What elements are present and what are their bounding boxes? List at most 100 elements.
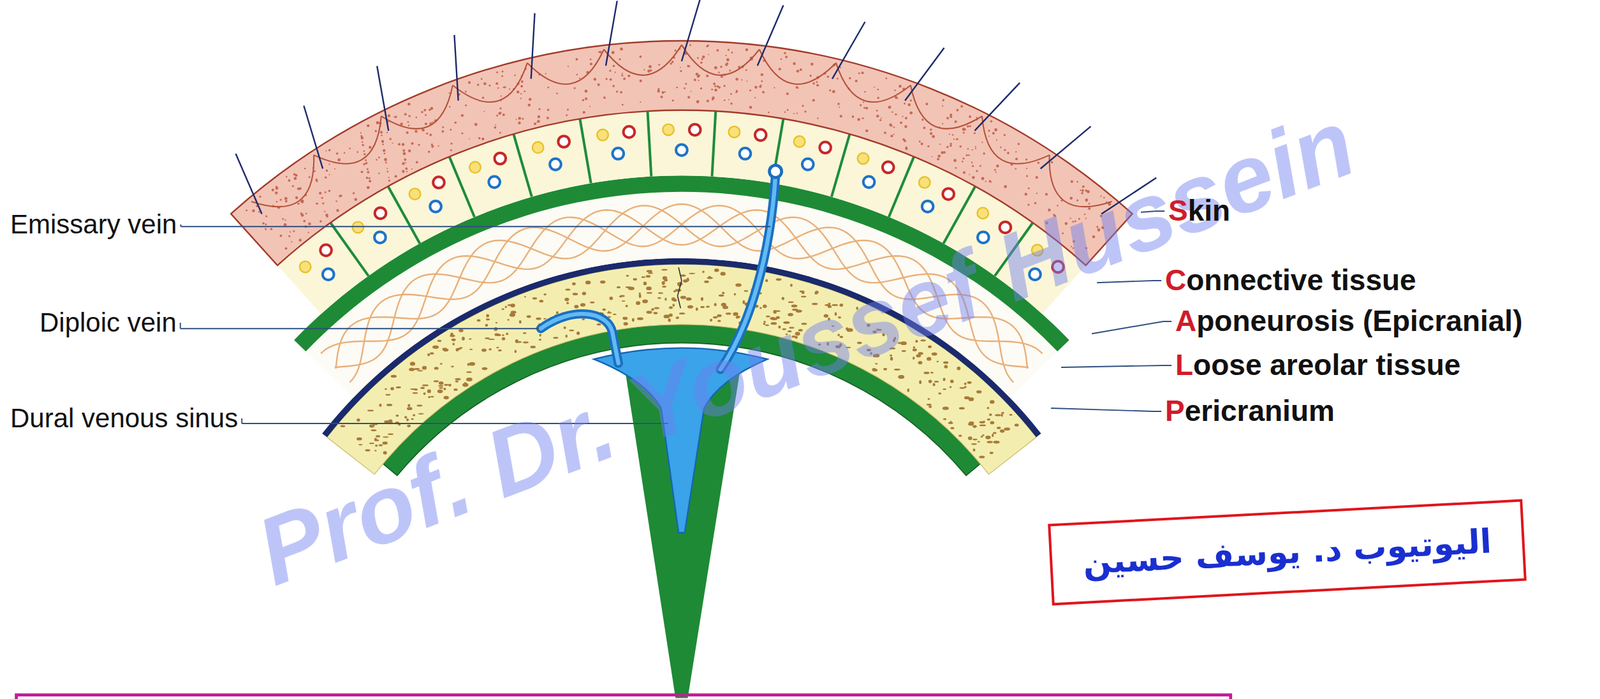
skin-texture	[792, 61, 796, 65]
bone-texture	[866, 323, 871, 328]
bone-texture	[732, 312, 738, 317]
skin-texture	[404, 167, 408, 171]
layer-label: Loose areolar tissue	[1175, 347, 1461, 383]
bone-texture	[382, 441, 388, 445]
skin-texture	[783, 51, 787, 55]
skin-texture	[888, 105, 892, 110]
skin-texture	[892, 133, 895, 135]
skin-texture	[669, 62, 673, 66]
skin-texture	[399, 122, 403, 125]
skin-texture	[876, 114, 879, 118]
skin-texture	[1017, 142, 1021, 146]
bone-texture	[482, 367, 488, 370]
skin-texture	[378, 156, 381, 159]
bone-texture	[440, 362, 443, 365]
skin-texture	[584, 89, 588, 93]
skin-texture	[421, 128, 425, 132]
skin-texture	[520, 97, 522, 99]
bone-texture	[455, 380, 459, 382]
skin-texture	[533, 122, 537, 125]
skin-texture	[730, 51, 733, 54]
skin-texture	[796, 112, 798, 114]
hair-shaft	[454, 35, 458, 101]
skin-texture	[313, 170, 316, 173]
skin-texture	[890, 134, 893, 138]
bone-texture	[515, 339, 519, 344]
skin-texture	[865, 107, 868, 110]
skin-texture	[547, 86, 550, 89]
bone-texture	[759, 307, 763, 310]
layer-label: Connective tissue	[1165, 262, 1417, 298]
hair-follicle	[452, 63, 528, 103]
skin-texture	[420, 110, 424, 114]
bone-texture	[589, 301, 595, 304]
skin-texture	[749, 105, 752, 109]
bone-texture	[505, 332, 509, 335]
skin-texture	[1015, 157, 1018, 161]
bone-texture	[443, 383, 449, 386]
bone-texture	[883, 367, 888, 371]
bone-texture	[375, 434, 381, 438]
bone-texture	[622, 316, 626, 320]
skin-texture	[245, 209, 248, 212]
bone-texture	[950, 426, 955, 430]
skin-texture	[837, 102, 840, 106]
skin-texture	[388, 179, 391, 182]
skin-texture	[360, 170, 364, 174]
bone-texture	[374, 450, 377, 452]
bone-texture	[631, 318, 635, 323]
bone-texture	[437, 339, 442, 342]
skin-texture	[815, 80, 818, 83]
bone-texture	[406, 424, 411, 428]
bone-texture	[647, 272, 654, 275]
bone-texture	[980, 435, 984, 438]
skin-texture	[639, 101, 641, 103]
skin-texture	[483, 110, 485, 113]
septum-line	[647, 110, 652, 177]
skin-texture	[859, 103, 862, 106]
bone-texture	[890, 357, 893, 361]
skin-texture	[1088, 202, 1091, 205]
skin-texture	[697, 79, 699, 81]
skin-texture	[385, 161, 388, 164]
skin-texture	[337, 158, 341, 162]
skin-texture	[786, 109, 789, 111]
skin-texture	[1050, 161, 1054, 164]
skin-texture	[621, 103, 624, 106]
skin-texture	[762, 91, 765, 94]
skin-texture	[971, 176, 975, 179]
skin-texture	[1103, 197, 1106, 199]
skin-texture	[521, 80, 524, 83]
skin-texture	[955, 167, 958, 169]
skin-texture	[429, 133, 432, 137]
bone-texture	[797, 309, 803, 312]
bone-texture	[792, 308, 798, 312]
bone-texture	[930, 371, 934, 374]
skin-texture	[616, 90, 618, 93]
skin-texture	[907, 103, 911, 106]
skin-texture	[288, 235, 291, 238]
vessel-label: Emissary vein	[10, 208, 177, 241]
skin-texture	[1027, 187, 1030, 190]
skin-texture	[308, 222, 311, 226]
hair-shaft	[757, 5, 784, 66]
skin-texture	[328, 189, 331, 192]
bone-texture	[928, 380, 933, 384]
skin-texture	[996, 139, 998, 141]
skin-texture	[657, 88, 660, 90]
skin-texture	[909, 111, 913, 115]
skin-texture	[1079, 189, 1081, 191]
skin-texture	[565, 114, 568, 117]
skin-texture	[793, 112, 795, 115]
vein-circle	[322, 268, 335, 280]
skin-texture	[999, 146, 1002, 149]
artery-circle	[819, 142, 831, 154]
bone-texture	[367, 409, 374, 412]
skin-texture	[424, 114, 427, 117]
skin-texture	[883, 131, 887, 134]
skin-texture	[348, 147, 351, 150]
vein-circle	[863, 176, 875, 189]
nerve-circle	[352, 221, 365, 234]
skin-texture	[318, 191, 322, 195]
skin-texture	[711, 88, 713, 91]
